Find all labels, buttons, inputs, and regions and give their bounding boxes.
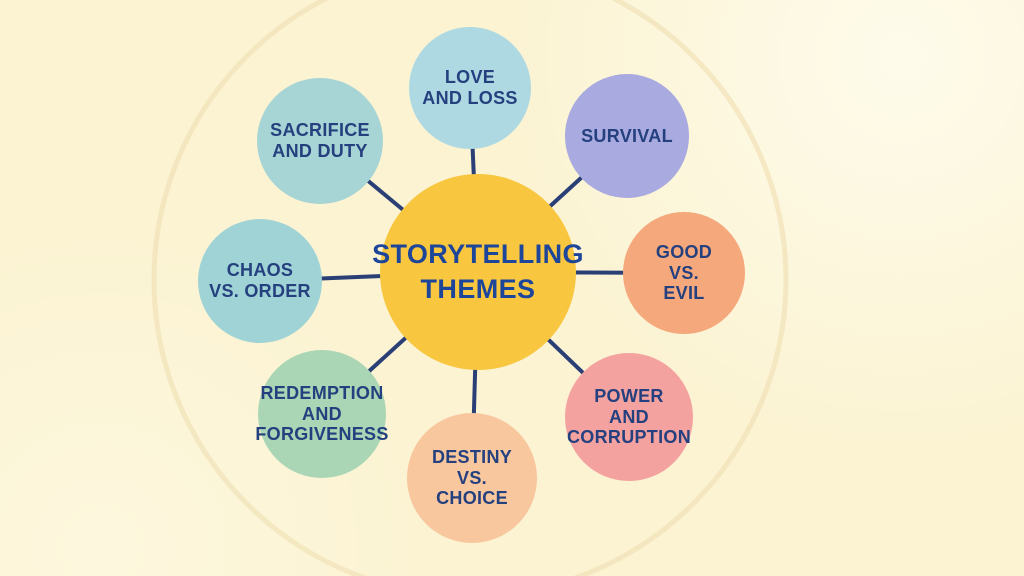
theme-circle-power-and-corruption: POWER AND CORRUPTION (565, 353, 693, 481)
hub-circle-storytelling-themes: STORYTELLING THEMES (372, 174, 584, 370)
theme-label: LOVE AND LOSS (422, 67, 518, 108)
theme-label: REDEMPTION AND FORGIVENESS (255, 382, 389, 445)
hub-label: STORYTELLING THEMES (372, 238, 584, 304)
theme-circle-good-vs-evil: GOOD VS. EVIL (623, 212, 745, 334)
theme-label: GOOD VS. EVIL (655, 241, 713, 304)
theme-label: DESTINY VS. CHOICE (431, 446, 513, 509)
theme-circle-redemption-and-forgiveness: REDEMPTION AND FORGIVENESS (255, 350, 389, 478)
theme-circle-chaos-vs-order: CHAOS VS. ORDER (198, 219, 322, 343)
theme-circle-love-and-loss: LOVE AND LOSS (409, 27, 531, 149)
theme-label: POWER AND CORRUPTION (567, 385, 691, 448)
theme-label: CHAOS VS. ORDER (209, 260, 311, 301)
theme-label: SACRIFICE AND DUTY (270, 120, 370, 161)
theme-circle-destiny-vs-choice: DESTINY VS. CHOICE (407, 413, 537, 543)
background-ring (151, 0, 789, 576)
theme-circle-survival: SURVIVAL (565, 74, 689, 198)
theme-label: SURVIVAL (581, 125, 673, 146)
theme-circle-sacrifice-and-duty: SACRIFICE AND DUTY (257, 78, 383, 204)
